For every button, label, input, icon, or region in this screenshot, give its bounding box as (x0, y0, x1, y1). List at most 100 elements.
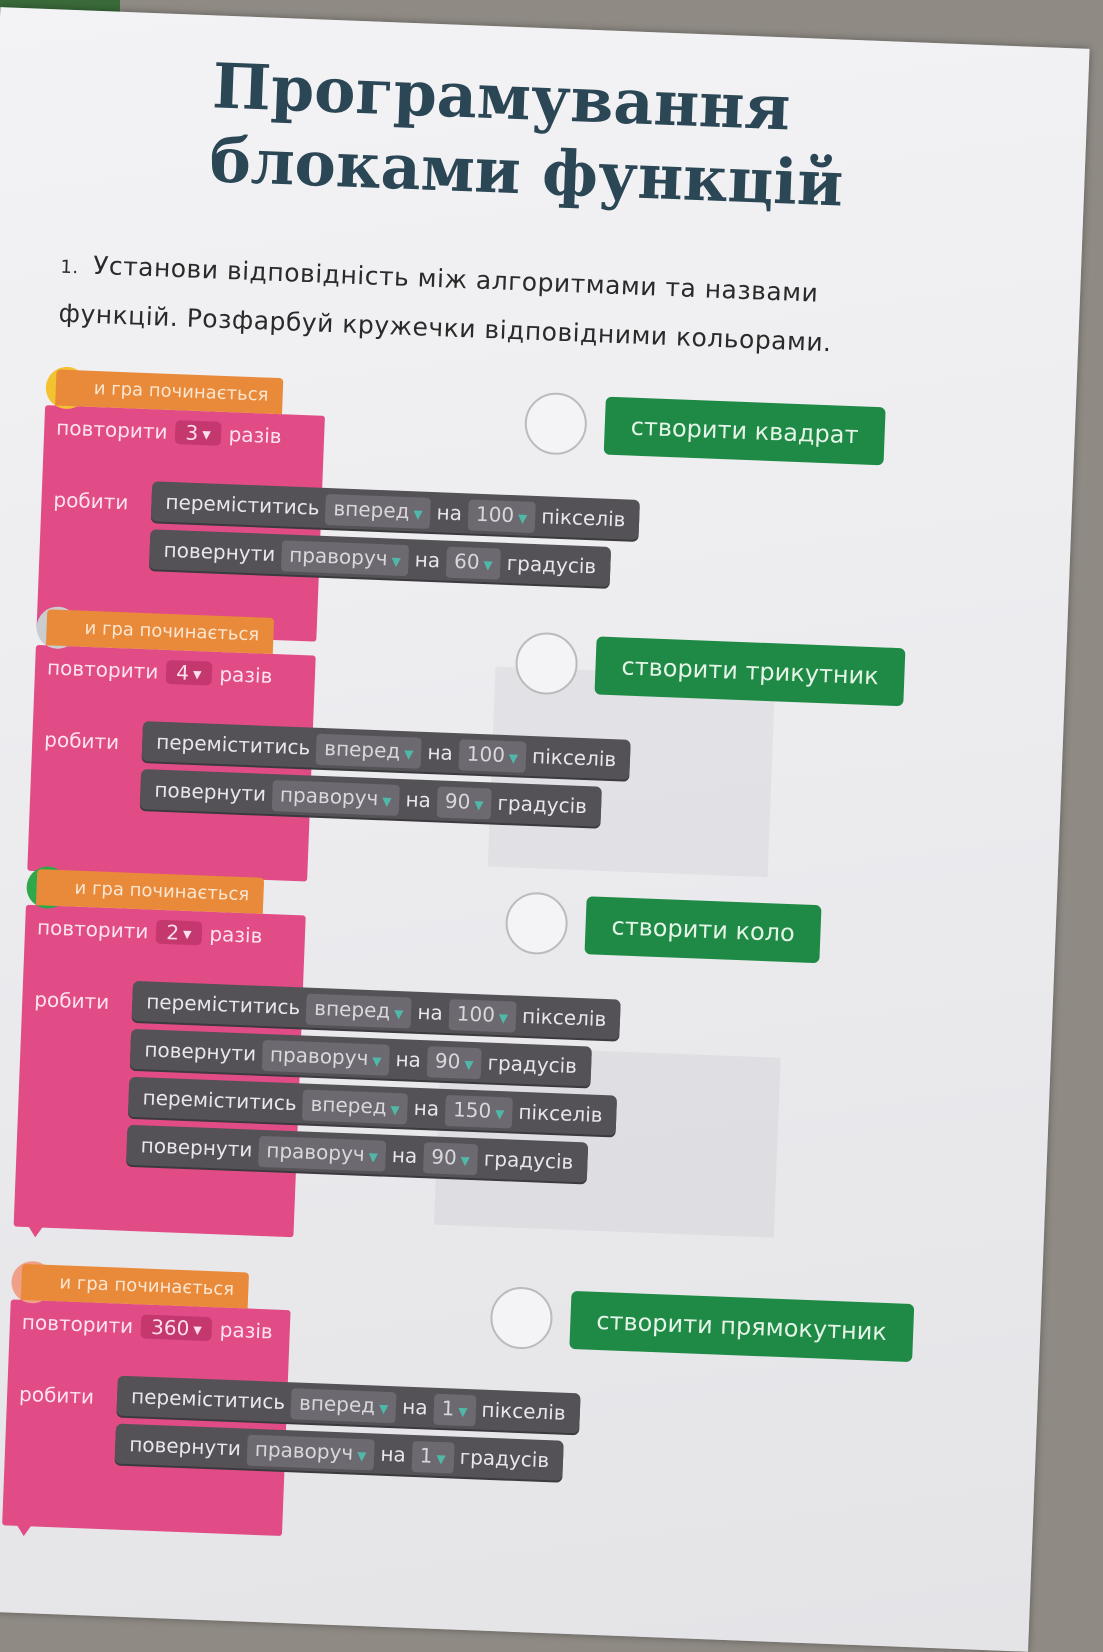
dropdown-arrow-icon: ▼ (182, 927, 192, 942)
command-label: повернути (128, 1432, 242, 1461)
dropdown-arrow-icon: ▼ (390, 1102, 400, 1118)
dropdown-arrow-icon: ▼ (391, 554, 401, 569)
unit-label: пікселів (481, 1397, 567, 1425)
amount-value[interactable]: 60▼ (445, 546, 502, 580)
dropdown-arrow-icon: ▼ (483, 558, 493, 573)
do-label: робити (18, 1381, 95, 1409)
dropdown-arrow-icon: ▼ (201, 428, 211, 442)
dropdown-arrow-icon: ▼ (393, 1006, 404, 1022)
repeat-label: повторити (55, 415, 169, 444)
by-label: на (413, 1095, 440, 1121)
repeat-count[interactable]: 2▼ (155, 919, 202, 946)
dropdown-arrow-icon: ▼ (457, 1404, 468, 1420)
times-label: разів (219, 661, 273, 689)
unit-label: пікселів (540, 504, 626, 532)
amount-value[interactable]: 100▼ (448, 999, 517, 1033)
times-label: разів (228, 422, 283, 449)
by-label: на (414, 547, 441, 573)
direction-dropdown[interactable]: вперед▼ (305, 993, 413, 1029)
times-label: разів (209, 921, 263, 948)
direction-dropdown[interactable]: вперед▼ (315, 733, 423, 769)
task-instruction: 1. Установи відповідність між алгоритмам… (58, 242, 921, 370)
amount-value[interactable]: 90▼ (422, 1142, 479, 1176)
repeat-count[interactable]: 4▼ (165, 659, 212, 686)
unit-label: пікселів (531, 744, 617, 772)
function-name-block: створити прямокутник (569, 1290, 914, 1363)
repeat-count[interactable]: 3▼ (175, 420, 222, 446)
by-label: на (395, 1047, 422, 1072)
command-label: повернути (144, 1037, 257, 1066)
coloring-circle[interactable] (523, 391, 588, 456)
coloring-circle[interactable] (489, 1285, 554, 1351)
amount-value[interactable]: 100▼ (467, 499, 536, 533)
dropdown-arrow-icon: ▼ (498, 1010, 509, 1026)
repeat-label: повторити (36, 915, 149, 944)
task-text: Установи відповідність між алгоритмами т… (58, 250, 833, 358)
unit-label: пікселів (521, 1003, 607, 1032)
command-label: повернути (154, 777, 267, 806)
dropdown-arrow-icon: ▼ (460, 1153, 471, 1168)
do-label: робити (53, 487, 129, 515)
amount-value[interactable]: 150▼ (444, 1094, 514, 1129)
do-label: робити (43, 727, 120, 755)
dropdown-arrow-icon: ▼ (368, 1150, 379, 1165)
by-label: на (405, 787, 432, 813)
dropdown-arrow-icon: ▼ (372, 1054, 382, 1069)
unit-label: градусів (497, 790, 588, 819)
by-label: на (401, 1394, 429, 1420)
repeat-label: повторити (46, 655, 159, 684)
direction-dropdown[interactable]: вперед▼ (301, 1089, 409, 1125)
dropdown-arrow-icon: ▼ (517, 511, 528, 526)
unit-label: градусів (506, 550, 597, 579)
dropdown-arrow-icon: ▼ (508, 751, 519, 766)
function-name-block: створити квадрат (603, 396, 886, 466)
dropdown-arrow-icon: ▼ (413, 507, 423, 522)
dropdown-arrow-icon: ▼ (193, 1323, 202, 1337)
unit-label: градусів (487, 1050, 578, 1078)
dropdown-arrow-icon: ▼ (494, 1106, 505, 1122)
dropdown-arrow-icon: ▼ (436, 1451, 446, 1467)
dropdown-arrow-icon: ▼ (473, 797, 484, 813)
direction-dropdown[interactable]: праворуч▼ (261, 1039, 391, 1076)
amount-value[interactable]: 100▼ (458, 739, 527, 773)
amount-value[interactable]: 1▼ (411, 1440, 455, 1474)
command-label: переміститись (155, 729, 311, 760)
function-name-block: створити трикутник (594, 636, 906, 707)
direction-dropdown[interactable]: вперед▼ (324, 493, 432, 529)
amount-value[interactable]: 1▼ (432, 1393, 477, 1427)
by-label: на (379, 1441, 407, 1467)
command-label: переміститись (145, 989, 301, 1020)
amount-value[interactable]: 90▼ (426, 1046, 483, 1080)
direction-dropdown[interactable]: вперед▼ (290, 1388, 397, 1424)
command-label: переміститись (165, 489, 320, 520)
unit-label: градусів (483, 1146, 574, 1174)
amount-value[interactable]: 90▼ (436, 786, 493, 820)
repeat-label: повторити (21, 1309, 134, 1339)
page-title: Програмування блоками функцій (208, 49, 847, 221)
times-label: разів (219, 1317, 274, 1344)
by-label: на (427, 740, 454, 765)
command-label: повернути (140, 1133, 253, 1162)
direction-dropdown[interactable]: праворуч▼ (246, 1434, 376, 1471)
coloring-circle[interactable] (504, 891, 569, 956)
dropdown-arrow-icon: ▼ (356, 1448, 367, 1464)
unit-label: градусів (459, 1444, 550, 1473)
repeat-count[interactable]: 360▼ (140, 1314, 213, 1342)
command-label: повернути (163, 537, 276, 567)
by-label: на (417, 999, 444, 1025)
direction-dropdown[interactable]: праворуч▼ (271, 780, 401, 816)
do-label: робити (33, 987, 110, 1014)
dropdown-arrow-icon: ▼ (403, 747, 414, 762)
command-label: переміститись (130, 1384, 286, 1415)
by-label: на (436, 500, 463, 526)
direction-dropdown[interactable]: праворуч▼ (257, 1135, 387, 1172)
direction-dropdown[interactable]: праворуч▼ (280, 540, 410, 577)
by-label: на (391, 1142, 418, 1168)
unit-label: пікселів (518, 1099, 604, 1128)
workbook-page: Програмування блоками функцій 1. Установ… (0, 7, 1090, 1652)
dropdown-arrow-icon: ▼ (192, 667, 202, 682)
